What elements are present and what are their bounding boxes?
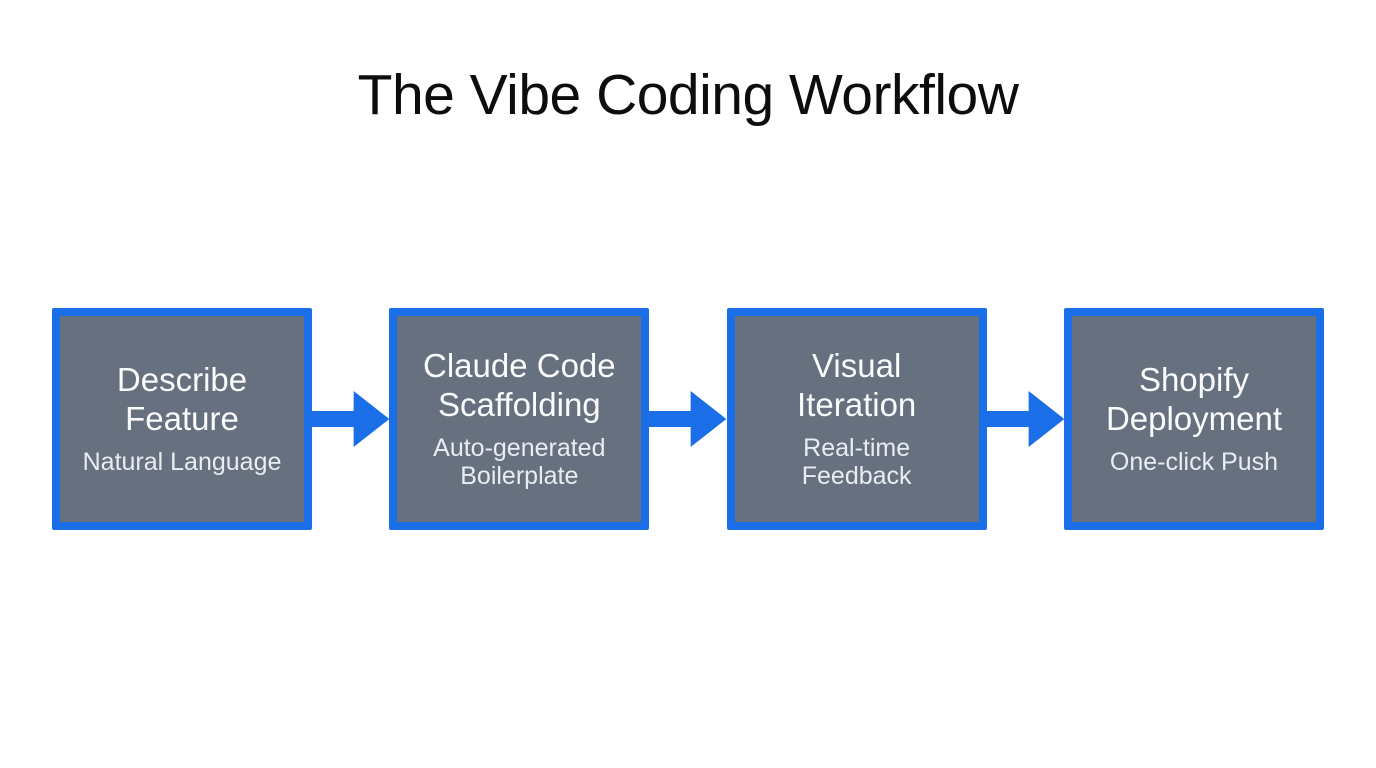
step-subtitle: One-click Push [1109,448,1279,477]
step-box-claude-code-scaffolding: Claude Code Scaffolding Auto-generated B… [389,308,650,530]
right-arrow-icon [986,391,1064,447]
step-subtitle: Natural Language [82,448,282,477]
step-heading: Shopify Deployment [1105,361,1283,438]
right-arrow-icon [649,391,727,447]
right-arrow-icon [312,391,390,447]
workflow-row: Describe Feature Natural Language Claude… [52,308,1324,530]
step-subtitle: Real-time Feedback [801,433,912,491]
flow-arrow [986,389,1064,449]
step-subtitle: Auto-generated Boilerplate [433,433,606,491]
step-box-describe-feature: Describe Feature Natural Language [52,308,312,530]
step-heading: Visual Iteration [797,347,917,423]
flow-arrow [649,389,727,449]
step-box-shopify-deployment: Shopify Deployment One-click Push [1063,308,1324,530]
step-heading: Describe Feature [116,361,248,438]
page-title: The Vibe Coding Workflow [357,63,1019,127]
step-box-visual-iteration: Visual Iteration Real-time Feedback [726,308,987,530]
flow-arrow [312,389,390,449]
step-heading: Claude Code Scaffolding [423,347,616,423]
